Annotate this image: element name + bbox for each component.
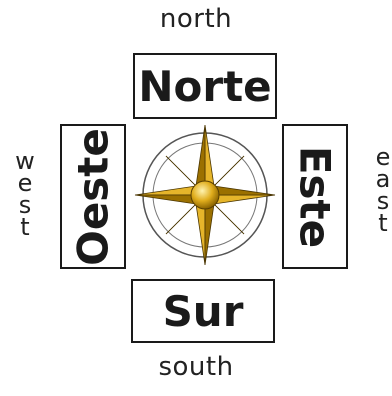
- spanish-north-label: Norte: [138, 62, 271, 111]
- spanish-south-box: Sur: [131, 279, 275, 343]
- compass-rose-icon: [130, 120, 280, 270]
- spanish-west-box: Oeste: [60, 124, 126, 269]
- english-west-label: w e s t: [12, 150, 38, 238]
- spanish-west-label: Oeste: [69, 128, 118, 266]
- spanish-east-box: Este: [282, 124, 348, 269]
- spanish-north-box: Norte: [133, 53, 277, 119]
- english-south-label: south: [0, 352, 392, 382]
- english-east-label: e a s t: [370, 146, 392, 234]
- spanish-south-label: Sur: [163, 287, 244, 336]
- compass-center-ball: [191, 181, 219, 209]
- spanish-east-label: Este: [291, 145, 340, 247]
- english-north-label: north: [0, 4, 392, 34]
